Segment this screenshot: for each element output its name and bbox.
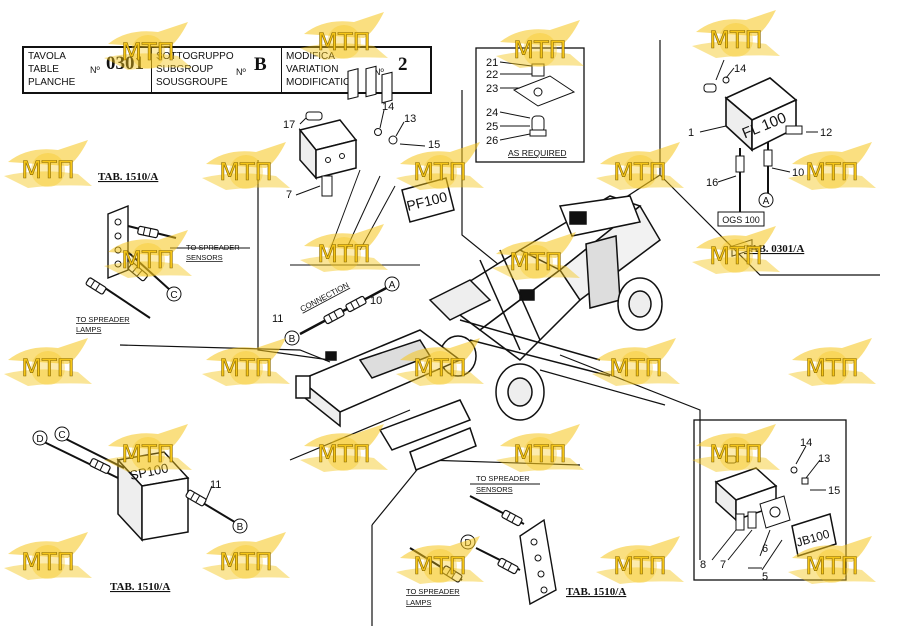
callout-15-jb: 15 xyxy=(828,485,840,497)
callout-26: 26 xyxy=(486,135,498,147)
pf100-junction-box: PF100 17 14 13 15 7 xyxy=(283,65,455,266)
to-spreader-lamps-left: TO SPREADER xyxy=(76,315,130,324)
to-spreader-sensors-bottom: TO SPREADER xyxy=(476,474,530,483)
callout-14-fl: 14 xyxy=(734,63,746,75)
no-label-1: Nº xyxy=(90,65,100,75)
callout-1: 1 xyxy=(688,127,694,139)
callout-23: 23 xyxy=(486,83,498,95)
callout-13-jb: 13 xyxy=(818,453,830,465)
watermark-logo xyxy=(201,337,291,387)
as-required-note: AS REQUIRED xyxy=(508,148,567,158)
callout-6: 6 xyxy=(762,543,768,555)
watermark-logo xyxy=(103,21,193,71)
watermark-logo xyxy=(495,423,585,473)
watermark-logo xyxy=(395,535,485,585)
tab-ref-bottom-left: TAB. 1510/A xyxy=(110,581,170,593)
watermark-logo xyxy=(299,11,389,61)
to-spreader-lamps-bottom: TO SPREADER xyxy=(406,587,460,596)
callout-12: 12 xyxy=(820,127,832,139)
mounting-kit: 21 22 23 24 25 26 AS REQUIRED xyxy=(475,47,585,163)
callout-14: 14 xyxy=(382,101,394,113)
to-spreader-sensors-left: TO SPREADER xyxy=(186,243,240,252)
to-spreader-lamps-bottom-2: LAMPS xyxy=(406,598,431,607)
watermark-logo xyxy=(3,531,93,581)
to-spreader-lamps-left-2: LAMPS xyxy=(76,325,101,334)
callout-14-jb: 14 xyxy=(800,437,812,449)
callout-5: 5 xyxy=(762,571,768,583)
watermark-logo xyxy=(103,423,193,473)
to-spreader-sensors-bottom-2: SENSORS xyxy=(476,485,513,494)
callout-11-bottom: 11 xyxy=(210,479,221,491)
connector-a-top: A xyxy=(763,196,770,207)
callout-25: 25 xyxy=(486,121,498,133)
callout-10-mid: 10 xyxy=(370,295,382,307)
watermark-logo xyxy=(787,141,877,191)
watermark-logo xyxy=(591,337,681,387)
watermark-logo xyxy=(495,19,585,69)
label-planche: PLANCHE xyxy=(28,77,76,88)
watermark-logo xyxy=(595,141,685,191)
watermark-logo xyxy=(691,9,781,59)
watermark-logo xyxy=(201,531,291,581)
connector-b-bottom: B xyxy=(237,522,244,533)
watermark-logo xyxy=(201,141,291,191)
jb100-box: JB100 14 13 15 8 7 6 5 xyxy=(693,238,847,583)
connector-a-mid: A xyxy=(389,280,396,291)
watermark-logo xyxy=(595,535,685,585)
watermark-logo xyxy=(787,337,877,387)
label-subgroup: SUBGROUP xyxy=(156,64,214,75)
to-spreader-sensors-left-2: SENSORS xyxy=(186,253,223,262)
callout-16: 16 xyxy=(706,177,718,189)
variation-number: 2 xyxy=(398,54,408,75)
label-tavola: TAVOLA xyxy=(28,51,66,62)
fl100-box: FL 100 A OGS 100 14 1 12 16 10 xyxy=(688,59,832,227)
subgroup-cell: SOTTOGRUPPO SUBGROUP SOUSGROUPE Nº B xyxy=(152,48,282,92)
connector-d-left: D xyxy=(36,434,43,445)
label-sousgroupe: SOUSGROUPE xyxy=(156,77,228,88)
watermark-logo xyxy=(299,423,389,473)
callout-7-jb: 7 xyxy=(720,559,726,571)
tab-ref-top-left: TAB. 1510/A xyxy=(98,171,158,183)
callout-24: 24 xyxy=(486,107,498,119)
label-table: TABLE xyxy=(28,64,59,75)
callout-15: 15 xyxy=(428,139,440,151)
callout-13: 13 xyxy=(404,113,416,125)
callout-17: 17 xyxy=(283,119,295,131)
subgroup-letter: B xyxy=(254,54,267,75)
connection-cable: A B CONNECTION 10 11 xyxy=(272,276,400,346)
no-label-3: Nº xyxy=(374,67,384,77)
connector-b-mid: B xyxy=(289,334,296,345)
watermark-logo xyxy=(299,223,389,273)
no-label-2: Nº xyxy=(236,67,246,77)
label-modifica: MODIFICA xyxy=(286,51,335,62)
callout-21: 21 xyxy=(486,57,498,69)
watermark-logo xyxy=(3,337,93,387)
tab-ref-bottom-center: TAB. 1510/A xyxy=(566,586,626,598)
callout-8: 8 xyxy=(700,559,706,571)
callout-7: 7 xyxy=(286,189,292,201)
label-variation: VARIATION xyxy=(286,64,339,75)
label-sottogruppo: SOTTOGRUPPO xyxy=(156,51,234,62)
callout-22: 22 xyxy=(486,69,498,81)
spreader-sensor-plate-bottom: D TO SPREADER SENSORS TO SPREADER LAMPS xyxy=(406,474,557,607)
ogs-label: OGS 100 xyxy=(722,215,760,225)
connection-label: CONNECTION xyxy=(299,280,351,313)
variation-cell: MODIFICA VARIATION MODIFICATION Nº 2 xyxy=(282,48,430,92)
label-modification: MODIFICATION xyxy=(286,77,359,88)
connector-c-left: C xyxy=(170,290,177,301)
watermark-logo xyxy=(691,423,781,473)
callout-11-mid: 11 xyxy=(272,313,283,325)
connector-c-bottom: C xyxy=(58,430,65,441)
watermark-logo xyxy=(3,139,93,189)
